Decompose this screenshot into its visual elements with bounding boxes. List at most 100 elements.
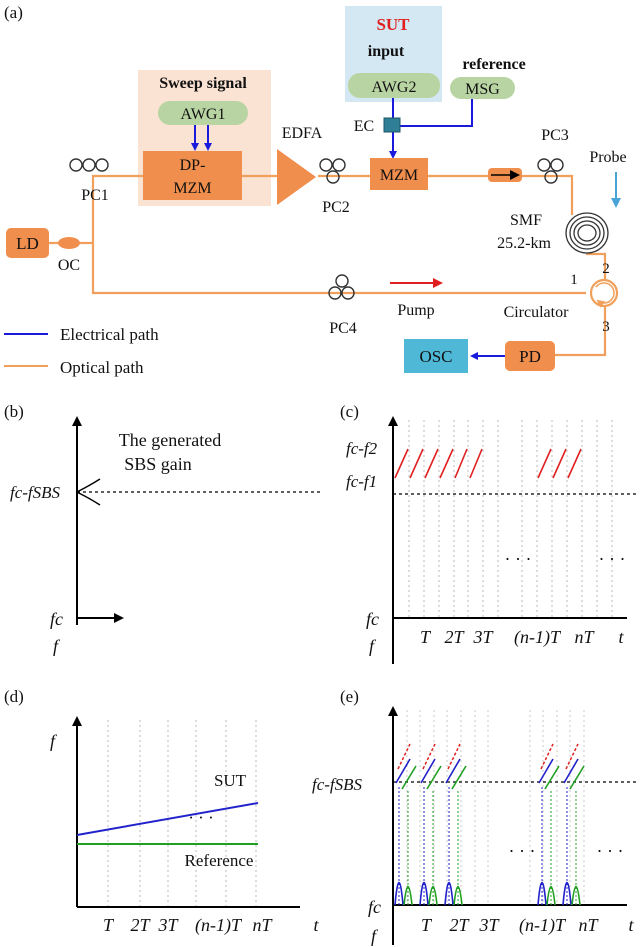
- probe-label: Probe: [589, 149, 626, 166]
- optical-line-port3: [555, 307, 607, 357]
- panel-e-ref-peak-2: [428, 885, 438, 906]
- panel-c-dots-1: · · ·: [505, 549, 532, 569]
- ld-block: [6, 228, 49, 258]
- panel-c-f: f: [369, 636, 377, 656]
- panel-e-ref-peak-5: [571, 885, 581, 906]
- panel-d-tick-3: 3T: [157, 915, 179, 935]
- panel-b-fc: fc: [50, 609, 63, 629]
- optical-line-pc1: [91, 174, 143, 243]
- panel-e-pump-ramp-1: [397, 743, 411, 770]
- panel-c-tick-4: (n-1)T: [514, 627, 562, 648]
- msg-label: MSG: [465, 81, 500, 98]
- panel-e-sut-peak-3: [444, 881, 454, 906]
- panel-e-sut-peak-4: [537, 881, 547, 906]
- panel-c-ramps: [394, 448, 582, 479]
- panel-e-t: t: [628, 915, 634, 935]
- panel-e-dots-2: · · ·: [597, 841, 624, 861]
- oc-label: OC: [58, 257, 80, 274]
- ec-block: [383, 117, 401, 133]
- panel-c-ramp-9: [567, 448, 582, 479]
- panel-e-marks: [394, 743, 585, 906]
- sut-title: SUT: [376, 15, 410, 34]
- optical-line-mzm-out: [428, 174, 574, 215]
- panel-e-sut-ramp-3: [445, 758, 461, 784]
- circulator-port-2: 2: [602, 261, 610, 277]
- panel-d-sut-label: SUT: [214, 771, 247, 790]
- panel-c-ramp-1: [394, 448, 409, 479]
- panel-c-ramp-8: [552, 448, 567, 479]
- panel-b-gain-label-2: SBS gain: [124, 454, 192, 474]
- ld-label: LD: [16, 234, 39, 253]
- panel-c-ramp-2: [409, 448, 424, 479]
- pd-block: [505, 341, 555, 371]
- pc3-icon: [537, 158, 564, 184]
- panel-d-dots: · · ·: [188, 808, 213, 827]
- edfa-label: EDFA: [282, 125, 323, 142]
- panel-e-tick-5: nT: [578, 915, 599, 935]
- panel-e-sut-peak-5: [562, 881, 572, 906]
- panel-d-label: (d): [4, 687, 24, 706]
- panel-e-pump-ramp-5: [565, 743, 579, 770]
- panel-e-pump-ramp-2: [422, 743, 436, 770]
- panel-e-fc: fc: [368, 897, 381, 917]
- dpmzm-label-1: DP-: [180, 157, 206, 174]
- panel-e-ref-ramp-3: [451, 765, 467, 790]
- ec-label: EC: [354, 118, 374, 135]
- panel-e-tick-2: 2T: [449, 915, 470, 935]
- sut-input-label: input: [368, 43, 405, 60]
- optical-paths: [91, 174, 607, 357]
- circulator-port-1: 1: [570, 272, 578, 288]
- panel-c-tick-1: T: [420, 627, 432, 647]
- msg-wire: [399, 99, 473, 127]
- panel-e-ref-ramp-5: [569, 765, 585, 790]
- panel-e-sut-peak-1: [394, 881, 404, 906]
- panel-a-label: (a): [4, 3, 23, 22]
- panel-c-dots-2: · · ·: [599, 549, 626, 569]
- panel-b-gain-curve: [75, 478, 101, 506]
- panel-c-t: t: [618, 627, 624, 647]
- panel-d-tick-4: (n-1)T: [195, 915, 243, 936]
- circulator-arrow: [595, 282, 615, 308]
- panel-e-sut-ramp-2: [420, 758, 436, 784]
- panel-e-ref-peak-4: [546, 885, 556, 906]
- panel-e-pump-ramp-3: [447, 743, 461, 770]
- panel-e: (e) fc-fSBS · · · · · · fc f T 2T 3T (n-…: [312, 687, 637, 946]
- smf-label-1: SMF: [510, 212, 542, 229]
- panel-d-f: f: [50, 731, 58, 751]
- panel-e-ref-peak-3: [453, 885, 463, 906]
- awg2-block: [348, 73, 440, 98]
- panel-d-tick-2: 2T: [130, 915, 151, 935]
- panel-e-tick-4: (n-1)T: [519, 915, 567, 936]
- panel-c-tick-3: 3T: [472, 627, 494, 647]
- panel-c-tick-5: nT: [574, 627, 595, 647]
- panel-c-label: (c): [340, 402, 359, 421]
- panel-c-fc-f1: fc-f1: [346, 472, 377, 491]
- panel-e-ref-ramp-1: [401, 765, 417, 790]
- panel-c-fc: fc: [366, 609, 379, 629]
- panel-b-f: f: [53, 636, 61, 656]
- optical-line-fiber-out: [586, 252, 607, 280]
- legend-optical-label: Optical path: [60, 358, 144, 377]
- panel-c-ramp-3: [424, 448, 439, 479]
- msg-block: [450, 77, 515, 99]
- panel-d: (d) f SUT Reference · · · T 2T 3T (n-1)T…: [4, 687, 319, 936]
- pump-label: Pump: [397, 302, 434, 319]
- panel-c-tick-2: 2T: [444, 627, 465, 647]
- optical-line-pump: [91, 243, 586, 295]
- panel-d-gridlines: [76, 720, 257, 907]
- panel-e-tick-1: T: [421, 915, 433, 935]
- legend-electrical-label: Electrical path: [60, 325, 159, 344]
- edfa-amplifier: [277, 149, 316, 205]
- panel-d-tick-1: T: [103, 915, 115, 935]
- panel-e-tick-3: 3T: [478, 915, 500, 935]
- osc-label: OSC: [419, 347, 452, 366]
- panel-a-setup: (a) LD OC PC1 Sweep signal AWG1: [4, 3, 627, 377]
- panel-e-ref-peak-1: [403, 885, 413, 906]
- panel-e-fc-fsbs: fc-fSBS: [312, 775, 363, 794]
- panel-c-ramp-4: [439, 448, 454, 479]
- pc1-icon: [69, 158, 109, 172]
- oc-coupler: [58, 237, 80, 249]
- awg1-label: AWG1: [181, 106, 226, 123]
